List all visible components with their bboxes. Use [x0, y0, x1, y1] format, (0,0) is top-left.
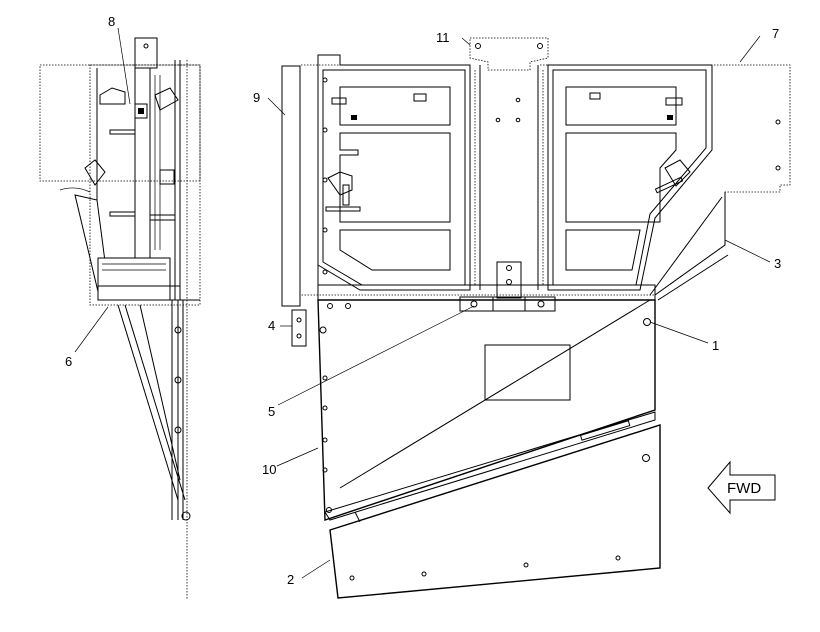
arrow-left-icon: [707, 460, 776, 515]
callout-9: 9: [253, 90, 260, 105]
left-upper-window: [339, 86, 451, 126]
callout-3: 3: [774, 256, 781, 271]
callout-5: 5: [268, 404, 275, 419]
chute-opening: [484, 344, 571, 401]
left-lower-window: [339, 229, 451, 271]
center-mount-block: [496, 261, 522, 299]
side-housing-outline: [39, 64, 201, 182]
callout-2: 2: [287, 572, 294, 587]
side-housing-body: [89, 64, 201, 306]
right-middle-window: [565, 132, 677, 223]
forward-direction-arrow: FWD: [707, 460, 776, 515]
callout-labels: 1 2 3 4 5 6 7 8 9 10 11: [65, 14, 781, 587]
callout-10: 10: [262, 462, 276, 477]
side-strip-panel: [281, 65, 301, 307]
callout-7: 7: [772, 26, 779, 41]
side-top-bracket: [134, 37, 158, 69]
right-door-frame: [547, 64, 713, 291]
left-small-bracket: [291, 309, 307, 347]
top-mounting-tab: [469, 37, 549, 71]
callout-11: 11: [436, 30, 450, 45]
fwd-label: FWD: [727, 480, 761, 497]
left-middle-window: [339, 132, 451, 223]
side-view-assembly: [39, 37, 201, 600]
front-view-assembly: [281, 37, 791, 599]
callout-4: 4: [268, 318, 275, 333]
lower-hinge-strip: [324, 411, 656, 521]
lower-chute-panel: [317, 299, 656, 521]
lower-bracket: [459, 296, 556, 312]
right-latch: [664, 159, 691, 187]
left-latch: [327, 171, 353, 196]
main-housing-outline: [299, 64, 791, 296]
callout-8: 8: [108, 14, 115, 29]
right-lower-window: [565, 229, 641, 271]
bottom-deflector-panel: [329, 424, 661, 599]
bottom-rail: [317, 284, 656, 301]
callout-leaders: [74, 27, 771, 579]
callout-6: 6: [65, 354, 72, 369]
right-upper-window: [565, 86, 677, 126]
callout-1: 1: [712, 338, 719, 353]
side-lower-box: [97, 257, 171, 301]
